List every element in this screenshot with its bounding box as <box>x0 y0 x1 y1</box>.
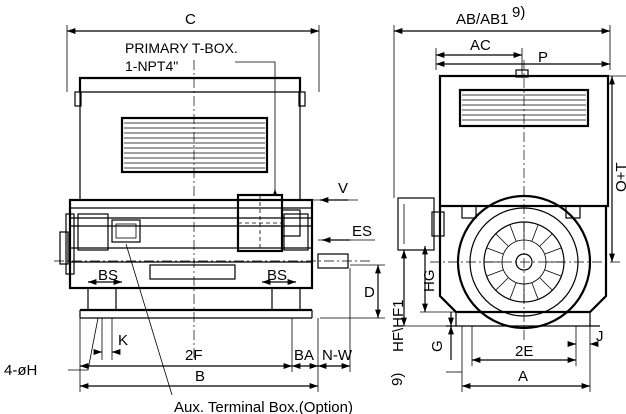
label-ab-ab1: AB/AB1 <box>456 11 509 28</box>
aux-terminal-box <box>111 219 141 243</box>
side-louvre-grille <box>120 116 269 174</box>
end-view <box>393 25 626 392</box>
label-b: B <box>195 368 205 385</box>
motor-frame <box>68 198 314 290</box>
label-o-t: O+T <box>613 162 626 192</box>
label-c: C <box>185 11 196 28</box>
label-v: V <box>338 180 348 197</box>
label-hf-hf1: HF\HF1 <box>390 300 407 353</box>
end-body <box>438 206 608 314</box>
side-view <box>54 25 385 396</box>
label-ba: BA <box>294 347 314 364</box>
label-primary-tbox-2: 1-NPT4" <box>125 58 178 74</box>
label-ac: AC <box>470 37 491 54</box>
end-terminal-box <box>397 197 435 251</box>
foot-left <box>87 287 117 311</box>
label-4-phi-h: 4-øH <box>4 362 37 379</box>
label-aux-terminal: Aux. Terminal Box.(Option) <box>174 399 353 414</box>
foot-right <box>271 287 301 311</box>
top-housing <box>78 76 302 92</box>
label-a: A <box>518 368 528 385</box>
label-2f: 2F <box>185 347 203 364</box>
base-slot <box>149 264 236 280</box>
label-primary-tbox-1: PRIMARY T-BOX. <box>125 40 238 56</box>
label-p: P <box>538 49 548 66</box>
label-bs-left: BS <box>98 267 118 284</box>
label-hg: HG <box>421 270 438 293</box>
label-k: K <box>118 332 128 349</box>
label-n-w: N-W <box>322 347 353 364</box>
label-ab-note: 9) <box>512 4 525 21</box>
primary-terminal-box <box>236 193 301 253</box>
label-g: G <box>429 340 446 352</box>
label-j: J <box>596 328 604 345</box>
label-es: ES <box>352 223 372 240</box>
label-2e: 2E <box>515 343 533 360</box>
label-bs-right: BS <box>267 267 287 284</box>
label-d: D <box>364 284 375 301</box>
label-hf-note: 9) <box>389 373 406 386</box>
